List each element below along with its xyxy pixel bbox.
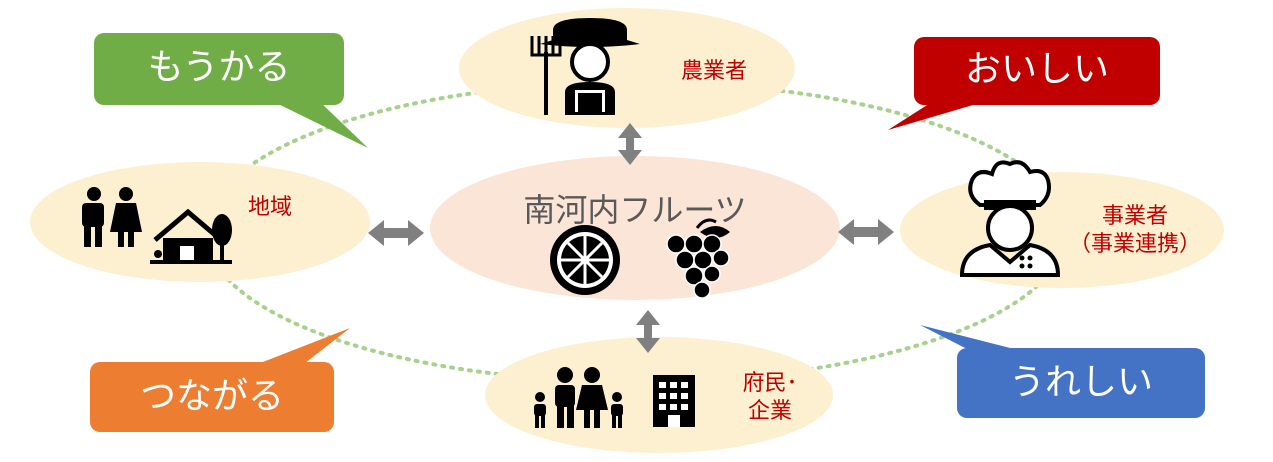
business-label-line2: （事業連携）: [1068, 232, 1201, 257]
family-icon: [534, 367, 623, 428]
node-center: [430, 156, 840, 300]
arrow-center-citizens: [636, 310, 660, 353]
farmer-icon: [530, 18, 640, 115]
callout-happy-text: うれしい: [1008, 362, 1153, 403]
arrow-farmer-center: [618, 123, 642, 165]
center-title: 南河内フルーツ: [523, 191, 747, 229]
callout-delicious-text: おいしい: [964, 49, 1109, 90]
callout-connect-text: つながる: [139, 376, 284, 417]
couple-icon: [82, 187, 142, 247]
farmer-label: 農業者: [680, 59, 747, 84]
citizens-label-line1: 府民･: [742, 371, 798, 396]
chef-icon: [959, 160, 1061, 277]
callout-profit: [94, 33, 368, 148]
region-label: 地域: [247, 195, 292, 220]
callout-delicious: [888, 37, 1160, 130]
citizens-label-line2: 企業: [747, 399, 792, 424]
arrow-center-business: [838, 219, 894, 245]
callout-profit-text: もうかる: [147, 47, 291, 88]
business-label-line1: 事業者: [1101, 204, 1168, 229]
node-farmer: [459, 8, 795, 128]
callout-connect: [90, 328, 350, 432]
building-icon: [653, 375, 695, 427]
grapes-icon: [666, 218, 730, 299]
house-icon: [150, 208, 232, 264]
arrow-region-center: [368, 220, 424, 246]
orange-slice-icon: [550, 225, 620, 295]
callout-happy: [920, 325, 1205, 418]
